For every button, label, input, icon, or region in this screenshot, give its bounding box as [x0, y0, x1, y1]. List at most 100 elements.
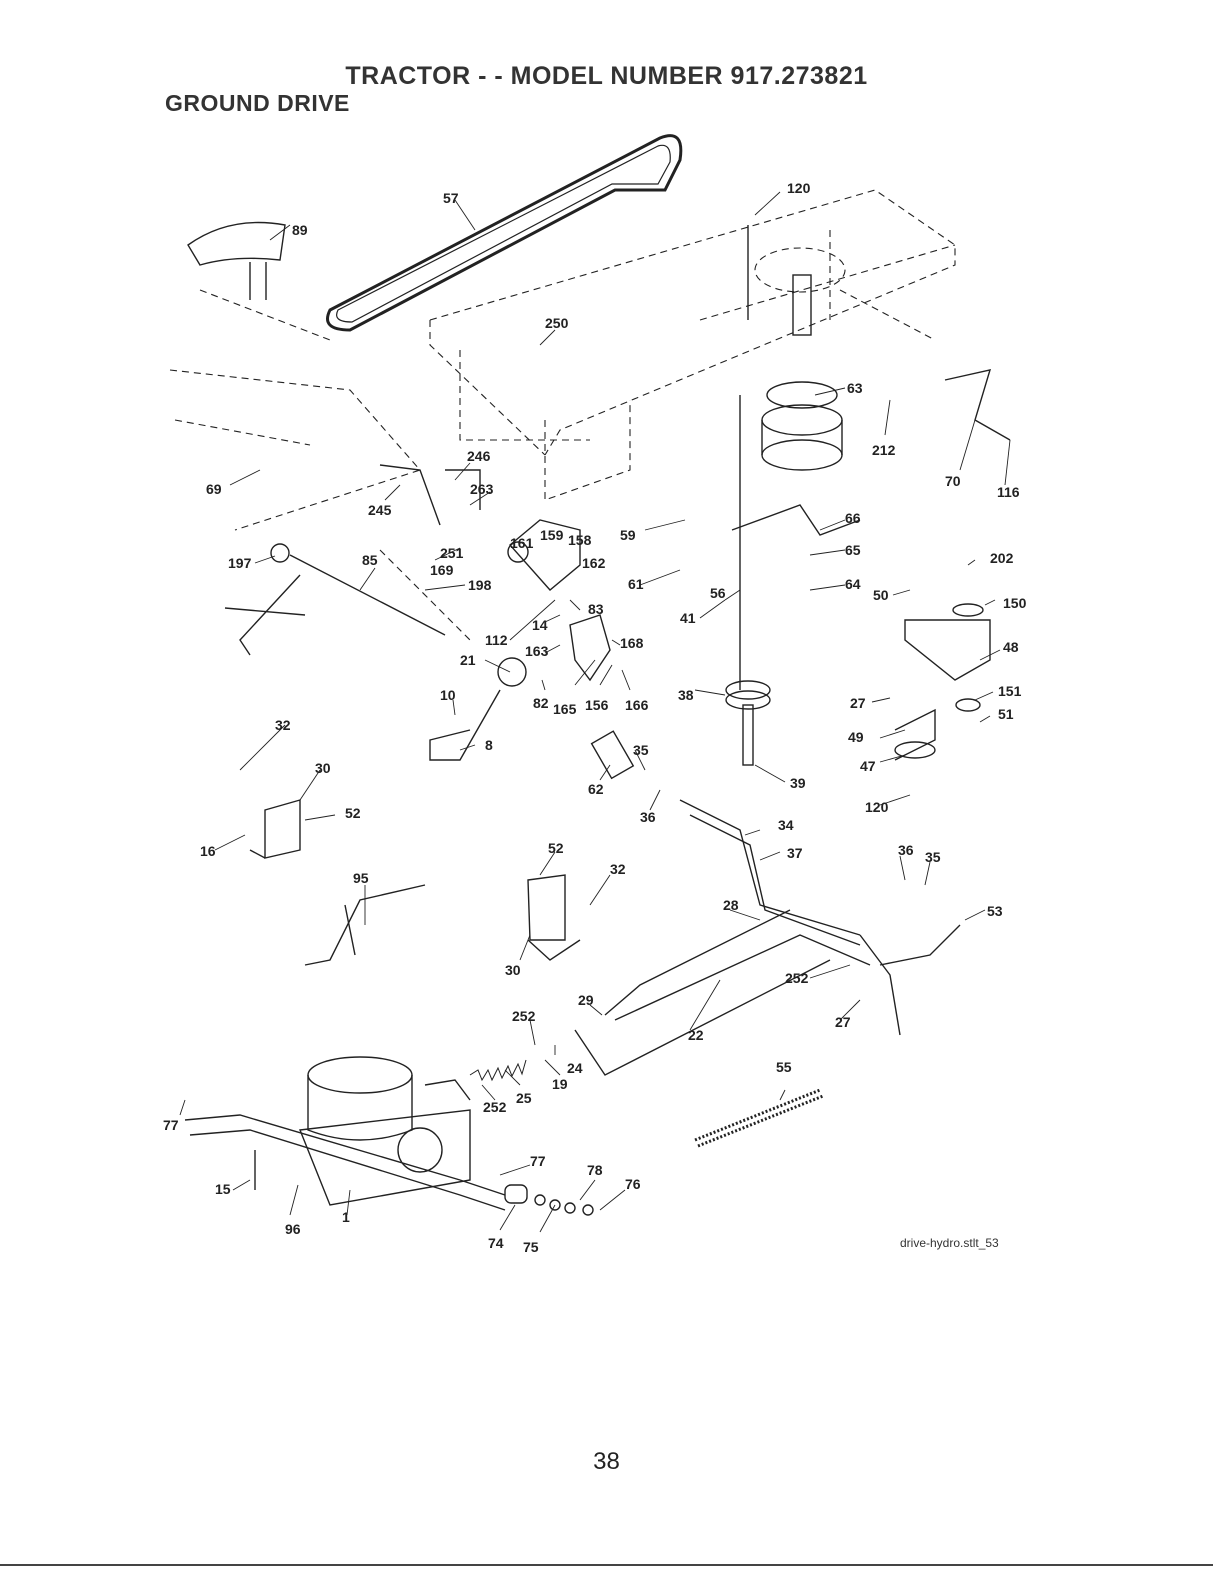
part-label: 48 [1003, 639, 1019, 655]
part-label: 19 [552, 1076, 568, 1092]
part-label: 251 [440, 545, 464, 561]
part-label: 165 [553, 701, 577, 717]
part-label: 252 [785, 970, 809, 986]
part-label: 245 [368, 502, 392, 518]
part-label: 29 [578, 992, 594, 1008]
part-label: 25 [516, 1090, 532, 1106]
part-label: 49 [848, 729, 864, 745]
part-label: 166 [625, 697, 649, 713]
part-label: 169 [430, 562, 454, 578]
part-label: 8 [485, 737, 493, 753]
part-label: 64 [845, 576, 861, 592]
part-label: 34 [778, 817, 794, 833]
part-label: 59 [620, 527, 636, 543]
part-label: 32 [275, 717, 291, 733]
part-label: 168 [620, 635, 644, 651]
part-label: 36 [640, 809, 656, 825]
section-title: GROUND DRIVE [165, 90, 350, 116]
part-label: 162 [582, 555, 606, 571]
part-label: 77 [163, 1117, 179, 1133]
part-label: 70 [945, 473, 961, 489]
part-label: 1 [342, 1209, 350, 1225]
part-label: 27 [835, 1014, 851, 1030]
part-label: 39 [790, 775, 806, 791]
part-label: 252 [483, 1099, 507, 1115]
part-label: 161 [510, 535, 534, 551]
part-label: 120 [865, 799, 889, 815]
pulley-stack [725, 225, 861, 766]
part-label: 52 [548, 840, 564, 856]
part-label: 65 [845, 542, 861, 558]
part-label: 28 [723, 897, 739, 913]
part-label: 21 [460, 652, 476, 668]
part-label: 151 [998, 683, 1022, 699]
part-label: 52 [345, 805, 361, 821]
part-label: 35 [925, 849, 941, 865]
bottom-rule [0, 1564, 1213, 1566]
part-number-labels: 57 120 89 250 63 212 70 116 69 246 263 2… [163, 180, 1027, 1255]
part-label: 75 [523, 1239, 539, 1255]
part-label: 159 [540, 527, 564, 543]
part-label: 163 [525, 643, 549, 659]
part-label: 96 [285, 1221, 301, 1237]
drawing-file-label: drive-hydro.stlt_53 [900, 1236, 999, 1250]
idler-bracket [894, 369, 1011, 761]
part-label: 76 [625, 1176, 641, 1192]
part-label: 83 [588, 601, 604, 617]
fender-bracket [187, 221, 286, 300]
control-bracket [429, 519, 611, 761]
drive-belt [326, 134, 683, 332]
part-label: 69 [206, 481, 222, 497]
frame-outline [169, 189, 956, 641]
part-label: 24 [567, 1060, 583, 1076]
part-label: 246 [467, 448, 491, 464]
page-number: 38 [593, 1448, 620, 1475]
speed-control-rods [304, 730, 961, 1076]
part-label: 202 [990, 550, 1014, 566]
leader-lines [179, 191, 1011, 1233]
part-label: 61 [628, 576, 644, 592]
part-label: 14 [532, 617, 548, 633]
part-label: 10 [440, 687, 456, 703]
part-label: 32 [610, 861, 626, 877]
part-label: 150 [1003, 595, 1027, 611]
part-label: 47 [860, 758, 876, 774]
part-label: 66 [845, 510, 861, 526]
part-label: 37 [787, 845, 803, 861]
pedal-linkage [224, 464, 481, 656]
part-label: 252 [512, 1008, 536, 1024]
part-label: 89 [292, 222, 308, 238]
part-label: 250 [545, 315, 569, 331]
page-title: TRACTOR - - MODEL NUMBER 917.273821 [345, 62, 868, 90]
part-label: 197 [228, 555, 252, 571]
mounting-brackets [249, 799, 581, 961]
part-label: 120 [787, 180, 811, 196]
part-label: 53 [987, 903, 1003, 919]
part-label: 51 [998, 706, 1014, 722]
part-label: 50 [873, 587, 889, 603]
part-label: 36 [898, 842, 914, 858]
part-label: 158 [568, 532, 592, 548]
springs [469, 1059, 824, 1148]
part-label: 30 [315, 760, 331, 776]
part-label: 22 [688, 1027, 704, 1043]
part-label: 156 [585, 697, 609, 713]
part-label: 263 [470, 481, 494, 497]
part-label: 27 [850, 695, 866, 711]
part-label: 63 [847, 380, 863, 396]
part-label: 116 [997, 484, 1020, 500]
part-label: 15 [215, 1181, 231, 1197]
part-label: 112 [485, 632, 508, 648]
part-label: 77 [530, 1153, 546, 1169]
transaxle [184, 1056, 594, 1216]
part-label: 16 [200, 843, 216, 859]
part-label: 78 [587, 1162, 603, 1178]
part-label: 85 [362, 552, 378, 568]
part-label: 95 [353, 870, 369, 886]
part-label: 55 [776, 1059, 792, 1075]
part-label: 41 [680, 610, 696, 626]
part-label: 212 [872, 442, 896, 458]
part-label: 56 [710, 585, 726, 601]
part-label: 30 [505, 962, 521, 978]
